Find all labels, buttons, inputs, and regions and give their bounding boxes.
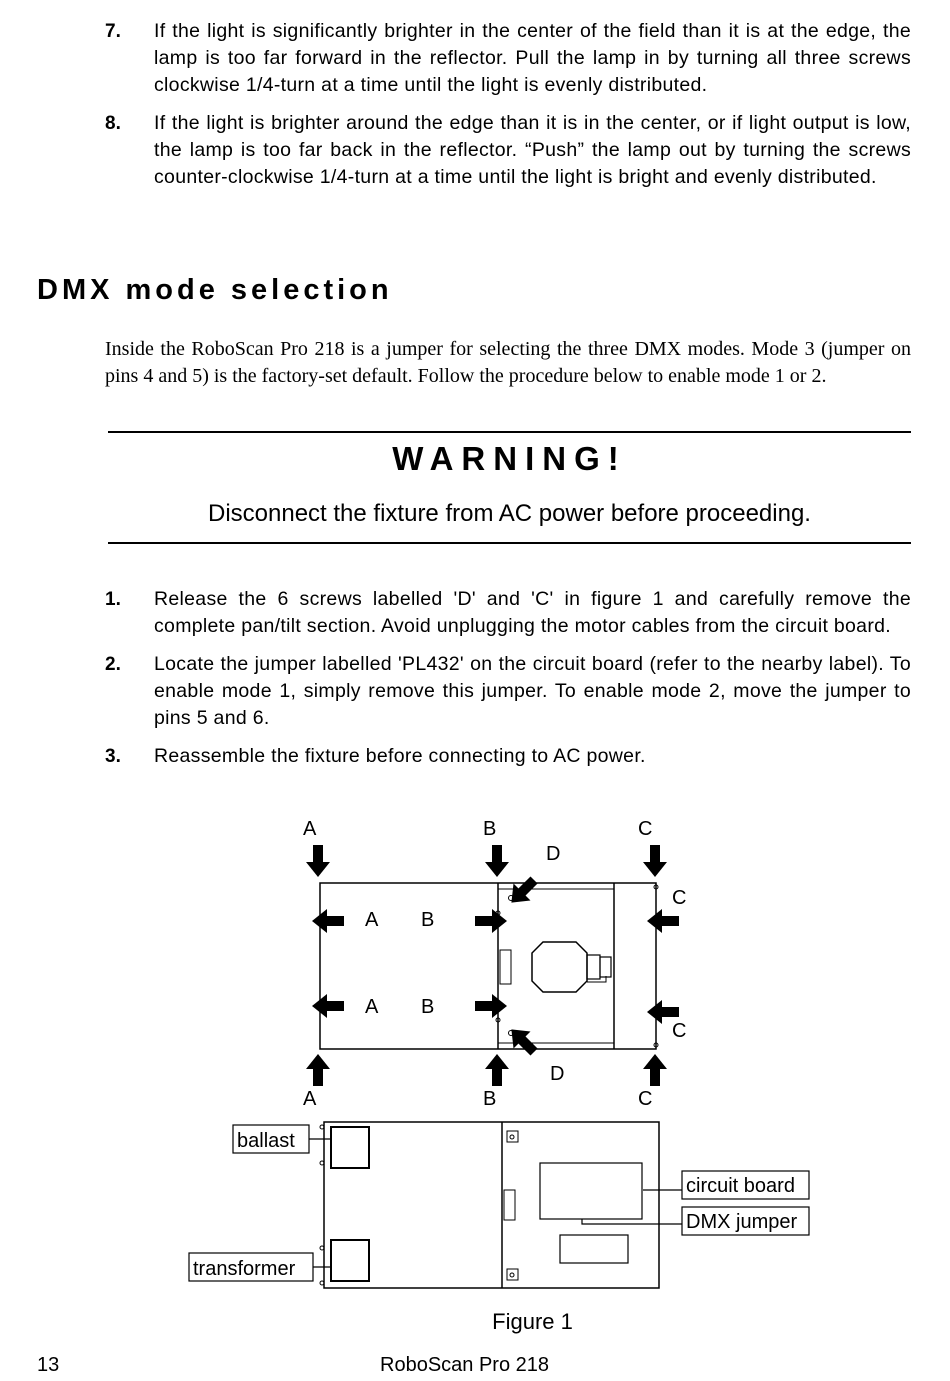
arrow-left-icon [312, 994, 344, 1018]
arrow-diagonal-icon [502, 871, 543, 912]
warning-bottom-rule [108, 542, 911, 544]
top-view [319, 882, 659, 1050]
step-number: 8. [105, 113, 121, 134]
letter-a: A [365, 909, 379, 931]
arrow-up-icon [643, 1054, 667, 1086]
step-item: 3. Reassemble the fixture before connect… [105, 743, 911, 770]
warning-text: Disconnect the fixture from AC power bef… [208, 500, 811, 527]
section-heading: DMX mode selection [37, 274, 393, 306]
letter-a: A [365, 996, 379, 1018]
arrow-right-icon [475, 909, 507, 933]
step-number: 1. [105, 589, 121, 610]
step-item: 7. If the light is significantly brighte… [105, 18, 911, 99]
step-number: 7. [105, 21, 121, 42]
step-text: Locate the jumper labelled 'PL432' on th… [154, 653, 911, 729]
arrow-down-icon [485, 845, 509, 877]
arrows [306, 845, 679, 1086]
arrow-up-icon [485, 1054, 509, 1086]
figure-caption: Figure 1 [492, 1309, 573, 1334]
transformer-label: transformer [193, 1258, 296, 1280]
step-item: 8. If the light is brighter around the e… [105, 110, 911, 191]
letter-a: A [303, 818, 317, 840]
warning-title: WARNING! [392, 440, 627, 477]
warning-top-rule [108, 431, 911, 433]
transformer-box [330, 1239, 370, 1282]
letter-c: C [672, 1020, 686, 1042]
base-outline [323, 1121, 660, 1289]
bottom-view [309, 1121, 682, 1289]
letter-a: A [303, 1088, 317, 1110]
step-number: 2. [105, 654, 121, 675]
step-text: Reassemble the fixture before connecting… [154, 745, 646, 767]
arrow-up-icon [306, 1054, 330, 1086]
arrow-diagonal-icon [502, 1020, 543, 1061]
step-text: Release the 6 screws labelled 'D' and 'C… [154, 588, 911, 637]
circuit-board-box [539, 1162, 643, 1220]
step-item: 1. Release the 6 screws labelled 'D' and… [105, 586, 911, 640]
letter-b: B [483, 1088, 496, 1110]
letter-b: B [421, 909, 434, 931]
dmx-jumper-label: DMX jumper [686, 1211, 797, 1233]
lamp-reflector [531, 941, 588, 993]
page-number: 13 [37, 1354, 60, 1376]
arrow-right-icon [475, 994, 507, 1018]
letter-c: C [672, 887, 686, 909]
top-steps-list: 7. If the light is significantly brighte… [105, 18, 911, 202]
arrow-left-icon [312, 909, 344, 933]
step-number: 3. [105, 746, 121, 767]
arrow-left-icon [647, 909, 679, 933]
screw-letters: A B C D C A B A B C D A B C [303, 818, 686, 1110]
arrow-down-icon [643, 845, 667, 877]
letter-d: D [550, 1063, 564, 1085]
footer-title: RoboScan Pro 218 [380, 1354, 550, 1376]
procedure-steps-list: 1. Release the 6 screws labelled 'D' and… [105, 586, 911, 781]
ballast-box [330, 1126, 370, 1169]
arrow-down-icon [306, 845, 330, 877]
letter-d: D [546, 843, 560, 865]
step-text: If the light is brighter around the edge… [154, 112, 911, 188]
step-text: If the light is significantly brighter i… [154, 20, 911, 96]
letter-b: B [483, 818, 496, 840]
step-item: 2. Locate the jumper labelled 'PL432' on… [105, 651, 911, 732]
letter-c: C [638, 1088, 652, 1110]
ballast-label: ballast [237, 1130, 295, 1152]
intro-paragraph: Inside the RoboScan Pro 218 is a jumper … [105, 338, 911, 387]
letter-b: B [421, 996, 434, 1018]
circuit-board-label: circuit board [686, 1175, 795, 1197]
fixture-outline [319, 882, 657, 1050]
callouts: ballast transformer circuit board DMX ju… [188, 1124, 810, 1282]
letter-c: C [638, 818, 652, 840]
